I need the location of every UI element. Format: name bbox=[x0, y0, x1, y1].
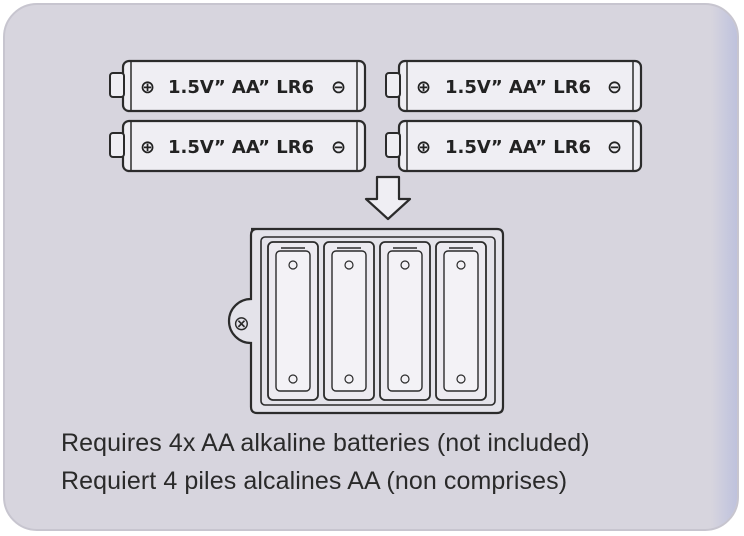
battery-negative-icon: ⊖ bbox=[331, 137, 346, 158]
caption-french: Requiert 4 piles alcalines AA (non compr… bbox=[61, 467, 568, 495]
battery-slot bbox=[323, 241, 375, 401]
instruction-card: ⊕ 1.5V” AA” LR6 ⊖ ⊕ 1.5V” AA” LR6 ⊖ ⊕ 1.… bbox=[3, 3, 739, 531]
caption-english: Requires 4x AA alkaline batteries (not i… bbox=[61, 429, 590, 457]
battery-negative-icon: ⊖ bbox=[607, 137, 622, 158]
battery-bottom-right: ⊕ 1.5V” AA” LR6 ⊖ bbox=[385, 119, 643, 173]
battery-slot bbox=[379, 241, 431, 401]
battery-diagram: ⊕ 1.5V” AA” LR6 ⊖ ⊕ 1.5V” AA” LR6 ⊖ ⊕ 1.… bbox=[109, 59, 643, 415]
battery-positive-icon: ⊕ bbox=[140, 137, 155, 158]
battery-label: 1.5V” AA” LR6 bbox=[168, 137, 314, 158]
battery-compartment: ⊗ bbox=[227, 227, 505, 415]
battery-negative-icon: ⊖ bbox=[607, 77, 622, 98]
arrow-down-icon bbox=[364, 175, 412, 221]
battery-bottom-left: ⊕ 1.5V” AA” LR6 ⊖ bbox=[109, 119, 367, 173]
battery-slot bbox=[267, 241, 319, 401]
battery-label: 1.5V” AA” LR6 bbox=[168, 77, 314, 98]
screw-icon: ⊗ bbox=[233, 311, 250, 335]
battery-slot bbox=[435, 241, 487, 401]
battery-positive-icon: ⊕ bbox=[140, 77, 155, 98]
battery-top-right: ⊕ 1.5V” AA” LR6 ⊖ bbox=[385, 59, 643, 113]
battery-positive-icon: ⊕ bbox=[416, 77, 431, 98]
battery-label: 1.5V” AA” LR6 bbox=[445, 137, 591, 158]
battery-positive-icon: ⊕ bbox=[416, 137, 431, 158]
battery-negative-icon: ⊖ bbox=[331, 77, 346, 98]
battery-top-left: ⊕ 1.5V” AA” LR6 ⊖ bbox=[109, 59, 367, 113]
battery-label: 1.5V” AA” LR6 bbox=[445, 77, 591, 98]
